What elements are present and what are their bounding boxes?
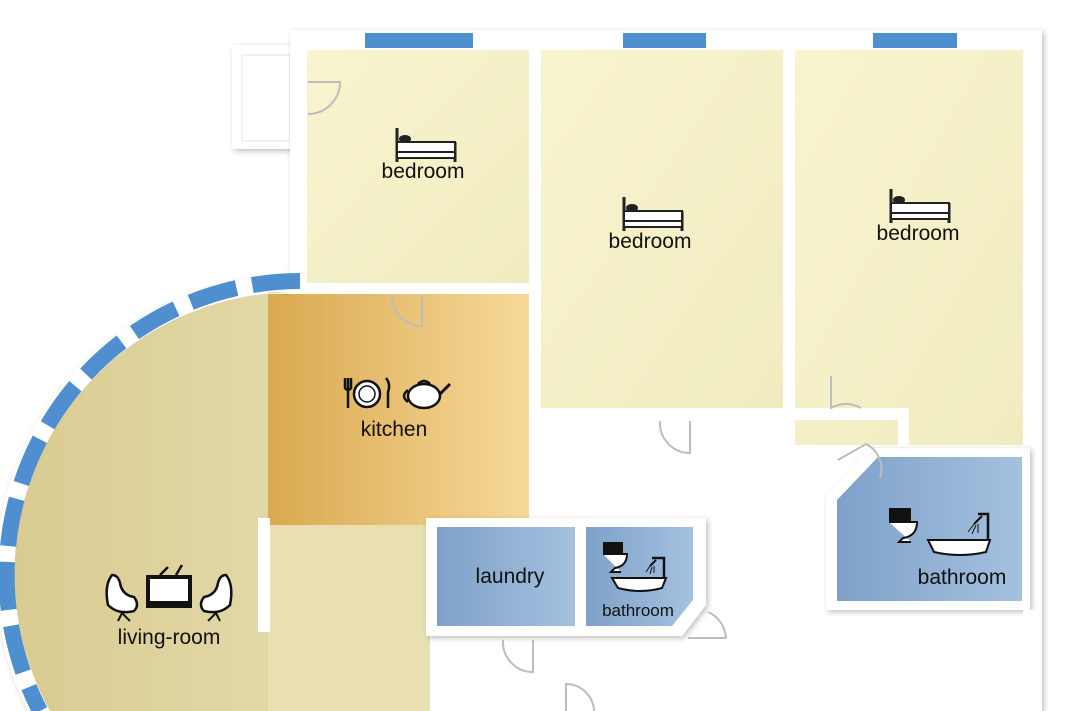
tv-icon [146, 564, 192, 608]
bedroom-2-floor [541, 50, 783, 408]
bedroom-2-label: bedroom [608, 230, 692, 253]
bed-icon [395, 128, 457, 162]
bedroom-3-label: bedroom [876, 222, 960, 245]
living-room-floor-right [268, 525, 430, 711]
bedroom-1-label: bedroom [381, 160, 465, 183]
bathtub-shower-icon [926, 512, 992, 556]
laundry-label: laundry [475, 565, 545, 588]
bathroom-large-block [826, 448, 1030, 610]
toilet-icon [889, 508, 919, 543]
windows [365, 33, 957, 48]
bed-icon [889, 189, 951, 223]
kitchen-floor [268, 294, 530, 525]
teapot-icon [402, 379, 452, 410]
bathroom-large-floor [837, 457, 1022, 601]
armchair-icon [105, 573, 139, 622]
interior-walls [258, 40, 909, 632]
door-swings [307, 81, 883, 711]
bedroom-1-floor [307, 50, 529, 283]
kitchen-label: kitchen [360, 418, 428, 441]
armchair-icon [199, 573, 233, 622]
window-top-2 [623, 33, 706, 48]
balcony [232, 45, 294, 149]
bed-icon [622, 197, 684, 231]
bathroom-small-label: bathroom [602, 601, 674, 620]
window-top-1 [365, 33, 473, 48]
bedroom-3-floor [795, 50, 1023, 445]
curved-window-band [0, 273, 301, 711]
living-room-label: living-room [117, 626, 221, 649]
bathtub-shower-icon [610, 556, 668, 592]
laundry-floor [437, 527, 575, 626]
plate-cutlery-icon [343, 377, 391, 409]
toilet-icon [603, 542, 629, 573]
bathroom-large-label: bathroom [917, 566, 1007, 589]
window-top-3 [873, 33, 957, 48]
